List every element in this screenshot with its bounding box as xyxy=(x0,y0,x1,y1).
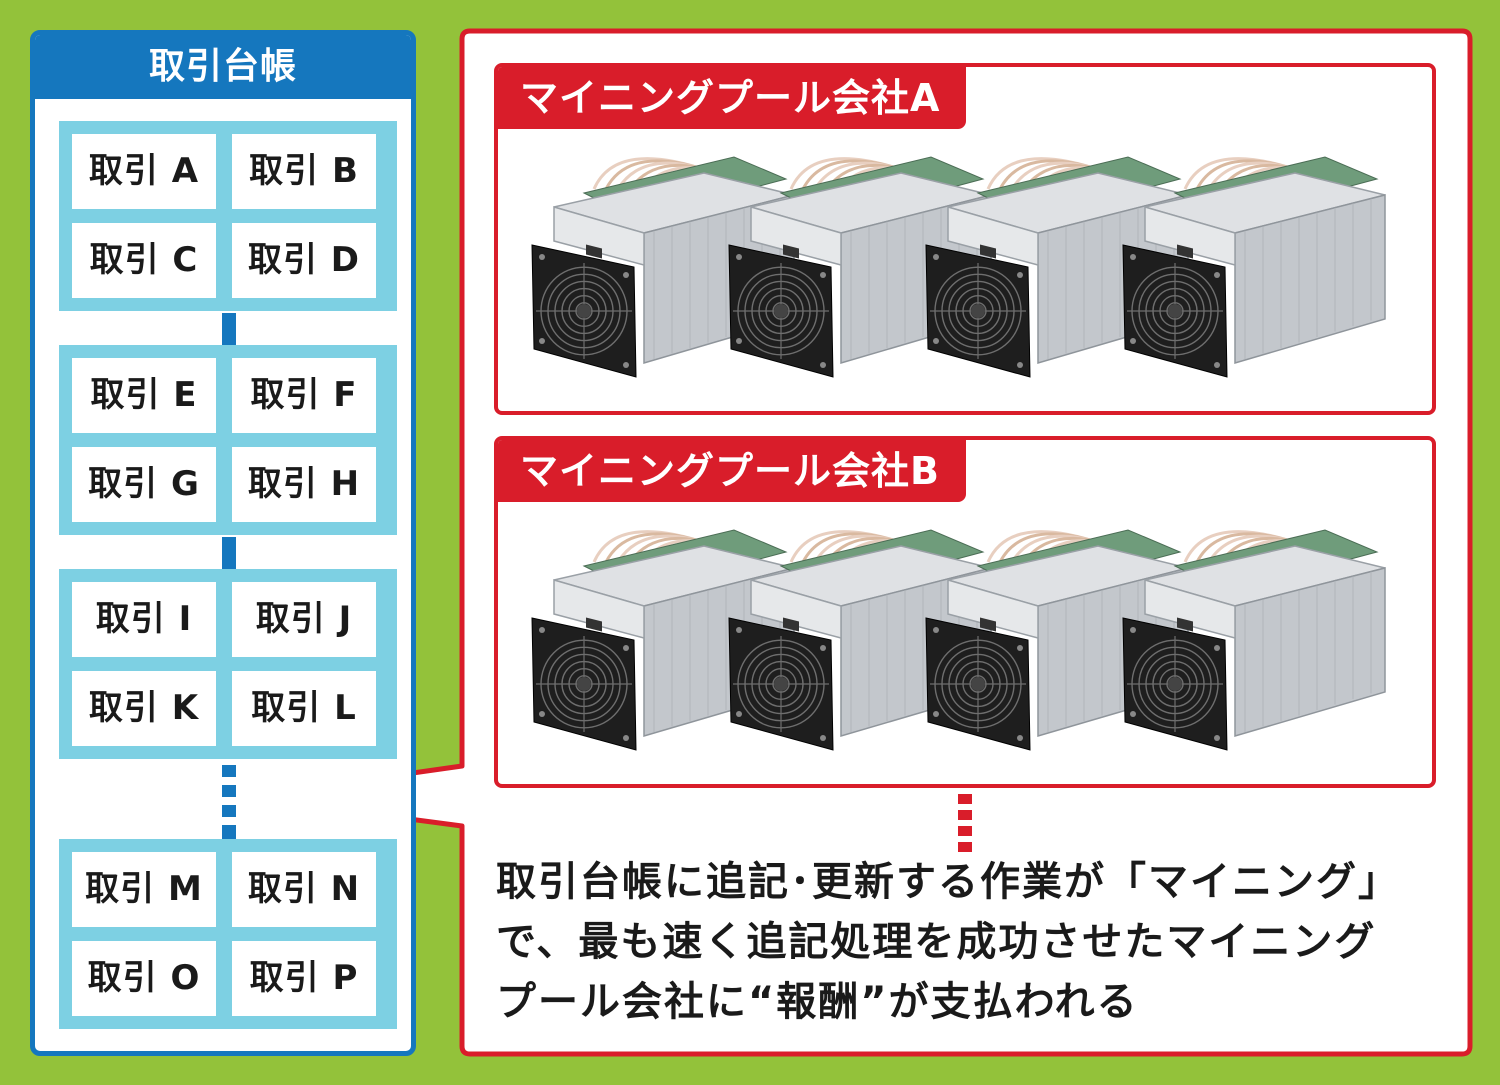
transaction-cell: 取引 J xyxy=(232,582,376,657)
miner-row xyxy=(531,529,1386,751)
transaction-cell: 取引 G xyxy=(72,447,216,522)
transaction-cell: 取引 F xyxy=(232,358,376,433)
transaction-cell: 取引 D xyxy=(232,223,376,298)
transaction-cell: 取引 K xyxy=(72,671,216,746)
explanation-text: 取引台帳に追記･更新する作業が「マイニング」 で、最も速く追記処理を成功させたマ… xyxy=(496,852,1446,1032)
block-connector xyxy=(222,537,236,569)
transaction-cell: 取引 P xyxy=(232,941,376,1016)
caption-line: で、最も速く追記処理を成功させたマイニング xyxy=(496,919,1377,965)
transaction-cell: 取引 B xyxy=(232,134,376,209)
mining-pool-b: マイニングプール会社B xyxy=(494,436,1436,788)
ledger-block-4: 取引 M 取引 N 取引 O 取引 P xyxy=(59,839,397,1029)
transaction-cell: 取引 I xyxy=(72,582,216,657)
transaction-cell: 取引 A xyxy=(72,134,216,209)
red-dash xyxy=(958,826,972,836)
dashed-connector xyxy=(222,805,236,817)
mining-pool-a: マイニングプール会社A xyxy=(494,63,1436,415)
red-dash xyxy=(958,810,972,820)
transaction-cell: 取引 M xyxy=(72,852,216,927)
transaction-cell: 取引 E xyxy=(72,358,216,433)
transaction-cell: 取引 O xyxy=(72,941,216,1016)
mining-machine-icon xyxy=(1122,156,1386,378)
red-dash xyxy=(958,794,972,804)
transaction-ledger: 取引台帳 取引 A 取引 B 取引 C 取引 D 取引 E 取引 F 取引 G … xyxy=(30,30,416,1056)
ledger-title: 取引台帳 xyxy=(35,35,411,99)
dashed-connector xyxy=(222,785,236,797)
transaction-cell: 取引 C xyxy=(72,223,216,298)
pool-label: マイニングプール会社A xyxy=(498,67,967,129)
dashed-connector xyxy=(222,825,236,839)
miner-row xyxy=(531,156,1386,378)
dashed-connector xyxy=(222,765,236,777)
block-connector xyxy=(222,313,236,345)
ledger-block-2: 取引 E 取引 F 取引 G 取引 H xyxy=(59,345,397,535)
pool-label: マイニングプール会社B xyxy=(498,440,966,502)
caption-line: 取引台帳に追記･更新する作業が「マイニング」 xyxy=(496,859,1400,905)
mining-machine-icon xyxy=(1122,529,1386,751)
ledger-block-3: 取引 I 取引 J 取引 K 取引 L xyxy=(59,569,397,759)
transaction-cell: 取引 N xyxy=(232,852,376,927)
caption-line: プール会社に“報酬”が支払われる xyxy=(496,979,1139,1025)
red-dash xyxy=(958,842,972,852)
transaction-cell: 取引 H xyxy=(232,447,376,522)
ledger-block-1: 取引 A 取引 B 取引 C 取引 D xyxy=(59,121,397,311)
transaction-cell: 取引 L xyxy=(232,671,376,746)
